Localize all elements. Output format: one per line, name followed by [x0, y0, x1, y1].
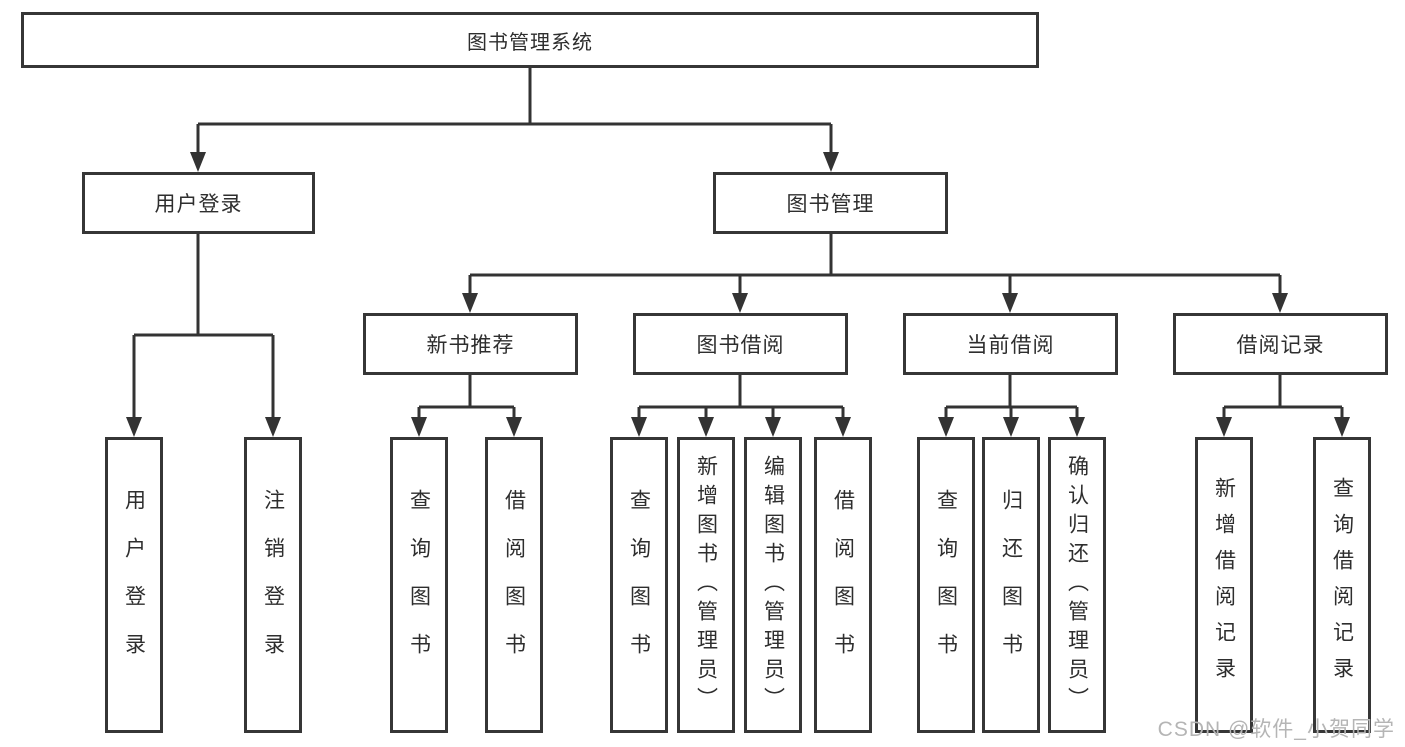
- node-label: 用户登录: [154, 193, 243, 216]
- node-label: 图书借阅: [696, 334, 785, 357]
- node-library-system: 图书管理系统: [21, 12, 1039, 68]
- leaf-edit-book-admin: 编辑图书（管理员）: [744, 437, 802, 733]
- node-label: 当前借阅: [966, 334, 1055, 357]
- leaf-add-book-admin: 新增图书（管理员）: [677, 437, 735, 733]
- leaf-query-borrow-record: 查询借阅记录: [1313, 437, 1371, 733]
- leaf-borrow-books-recommend: 借阅图书: [485, 437, 543, 733]
- node-label: 新书推荐: [426, 334, 515, 357]
- csdn-watermark: CSDN @软件_小贺同学: [1157, 718, 1395, 741]
- leaf-label: 新增借阅记录: [1212, 477, 1236, 693]
- leaf-label: 借阅图书: [831, 489, 855, 681]
- leaf-label: 归还图书: [999, 489, 1023, 681]
- leaf-label: 编辑图书（管理员）: [761, 454, 785, 716]
- leaf-label: 新增图书（管理员）: [694, 454, 718, 716]
- leaf-query-books-borrow: 查询图书: [610, 437, 668, 733]
- node-book-borrow: 图书借阅: [633, 313, 848, 375]
- leaf-add-borrow-record: 新增借阅记录: [1195, 437, 1253, 733]
- leaf-label: 注销登录: [261, 489, 285, 681]
- node-label: 图书管理系统: [467, 31, 593, 54]
- leaf-label: 查询图书: [627, 489, 651, 681]
- node-label: 借阅记录: [1236, 334, 1325, 357]
- node-new-book-recommend: 新书推荐: [363, 313, 578, 375]
- leaf-logout: 注销登录: [244, 437, 302, 733]
- leaf-label: 用户登录: [122, 489, 146, 681]
- leaf-return-books: 归还图书: [982, 437, 1040, 733]
- leaf-confirm-return-admin: 确认归还（管理员）: [1048, 437, 1106, 733]
- node-current-borrow: 当前借阅: [903, 313, 1118, 375]
- node-label: 图书管理: [786, 193, 875, 216]
- leaf-query-books-current: 查询图书: [917, 437, 975, 733]
- leaf-borrow-books: 借阅图书: [814, 437, 872, 733]
- leaf-label: 借阅图书: [502, 489, 526, 681]
- leaf-user-login: 用户登录: [105, 437, 163, 733]
- node-user-login: 用户登录: [82, 172, 315, 234]
- leaf-label: 查询借阅记录: [1330, 477, 1354, 693]
- leaf-query-books-recommend: 查询图书: [390, 437, 448, 733]
- node-book-management: 图书管理: [713, 172, 948, 234]
- node-borrow-records: 借阅记录: [1173, 313, 1388, 375]
- leaf-label: 查询图书: [407, 489, 431, 681]
- leaf-label: 确认归还（管理员）: [1065, 454, 1089, 716]
- leaf-label: 查询图书: [934, 489, 958, 681]
